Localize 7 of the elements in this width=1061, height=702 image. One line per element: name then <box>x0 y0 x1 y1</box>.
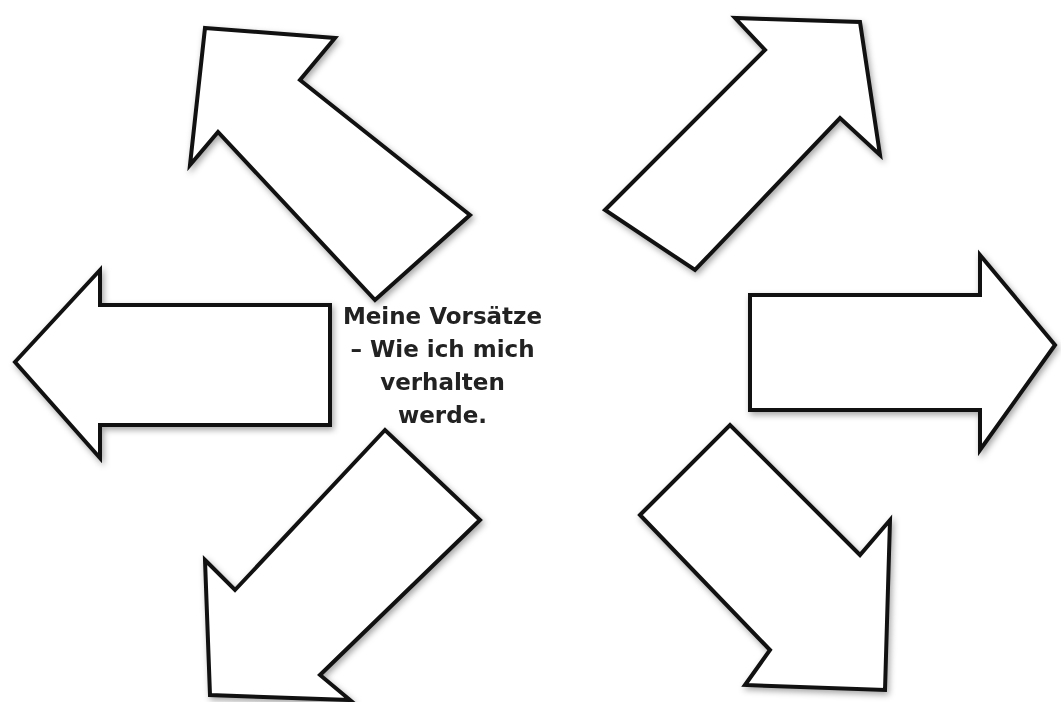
center-heading: Meine Vorsätze – Wie ich mich verhalten werde. <box>335 300 550 432</box>
block-arrow <box>602 15 883 273</box>
block-arrow <box>12 267 333 461</box>
block-arrow <box>637 422 893 693</box>
block-arrow <box>187 25 473 303</box>
block-arrow <box>747 252 1058 453</box>
block-arrow <box>202 427 483 702</box>
